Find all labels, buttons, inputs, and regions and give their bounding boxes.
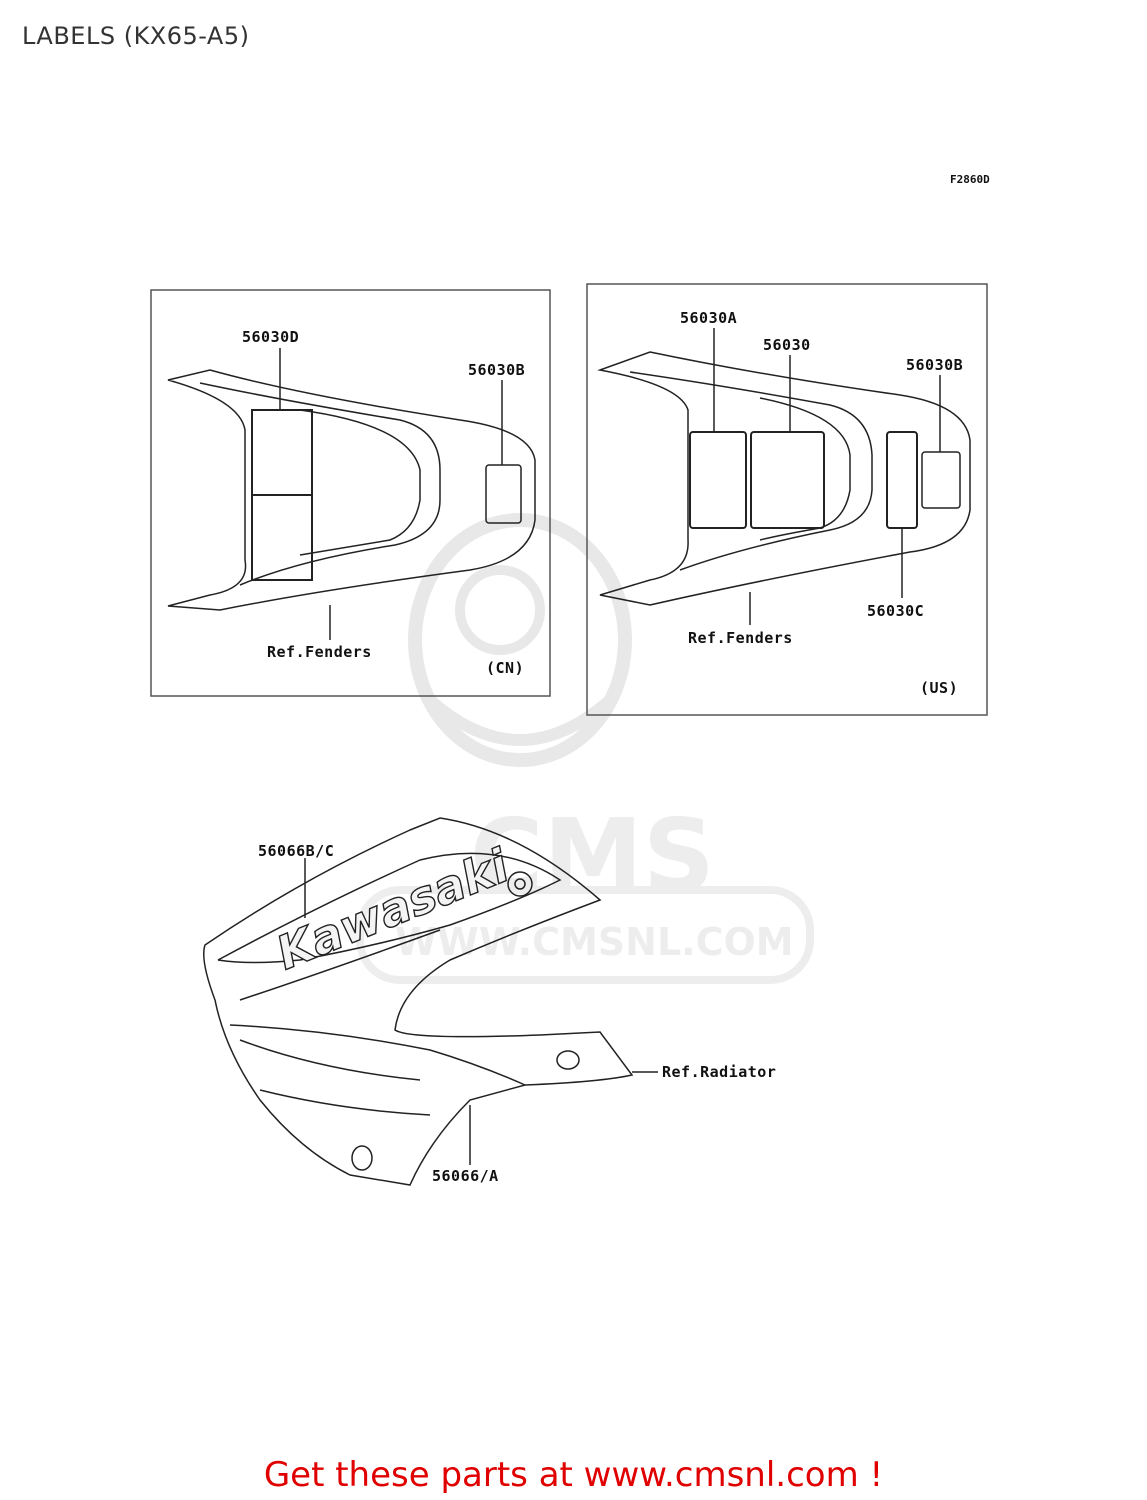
callout-56066bc: 56066B/C [258,842,334,860]
callout-56030b-cn: 56030B [468,361,525,379]
ref-fenders-cn: Ref.Fenders [267,643,372,661]
watermark-brand: CMS [470,797,715,914]
callout-56066a: 56066/A [432,1167,499,1185]
callout-56030b-us: 56030B [906,356,963,374]
watermark-url: WWW.CMSNL.COM [395,920,794,964]
callout-56030d: 56030D [242,328,299,346]
page-title: LABELS (KX65-A5) [22,22,250,50]
callout-56030: 56030 [763,336,811,354]
ref-radiator: Ref.Radiator [662,1063,776,1081]
callout-56030a: 56030A [680,309,737,327]
figure-code: F2860D [950,173,990,186]
panel-us [586,283,988,716]
radiator-shroud [203,817,658,1186]
panel-cn [150,289,551,697]
callout-56030c: 56030C [867,602,924,620]
ref-fenders-us: Ref.Fenders [688,629,793,647]
region-cn: (CN) [486,659,524,677]
region-us: (US) [920,679,958,697]
footer-link-text[interactable]: Get these parts at www.cmsnl.com ! [263,1455,884,1495]
